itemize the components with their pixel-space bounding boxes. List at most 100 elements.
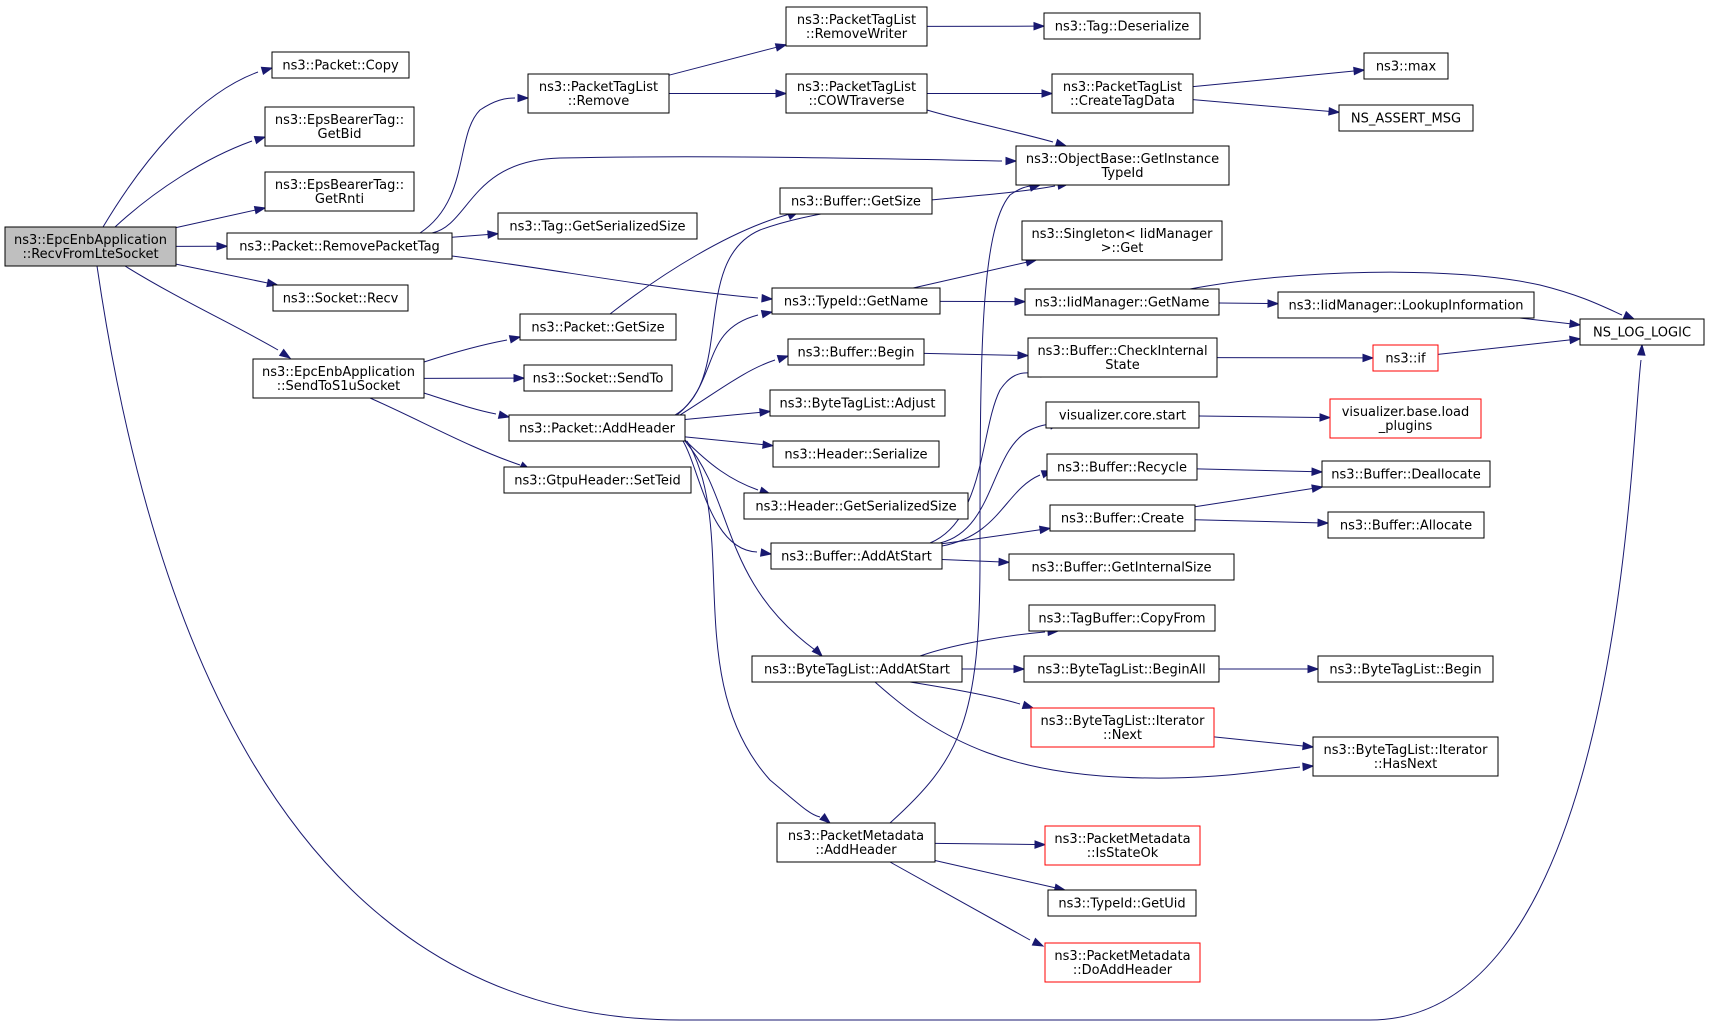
- node-ns3_max[interactable]: ns3::max: [1363, 52, 1449, 80]
- node-buffer_deallocate[interactable]: ns3::Buffer::Deallocate: [1321, 460, 1491, 488]
- node-socket_sendto[interactable]: ns3::Socket::SendTo: [523, 364, 673, 392]
- edge-ns3_if-to-ns_log_logic: [1437, 335, 1582, 355]
- node-packet_getsize[interactable]: ns3::Packet::GetSize: [519, 313, 677, 341]
- edge-packet_addheader-to-pm_addheader: [686, 440, 832, 824]
- node-visualizer_load_plugins[interactable]: visualizer.base.load_plugins: [1329, 398, 1482, 439]
- node-typeid_getuid[interactable]: ns3::TypeId::GetUid: [1047, 889, 1197, 917]
- node-iidmanager_lookupinformation[interactable]: ns3::IidManager::LookupInformation: [1277, 291, 1535, 319]
- node-buffer_allocate[interactable]: ns3::Buffer::Allocate: [1327, 511, 1485, 539]
- node-label: GetRnti: [315, 192, 364, 207]
- node-packet_removepackettag[interactable]: ns3::Packet::RemovePacketTag: [226, 232, 453, 260]
- node-box: [497, 212, 698, 240]
- node-pm_isstateok[interactable]: ns3::PacketMetadata::IsStateOk: [1044, 825, 1201, 866]
- node-box: [1372, 344, 1439, 372]
- node-label: ::CreateTagData: [1070, 94, 1175, 109]
- node-box: [785, 6, 928, 47]
- node-btl_iterator_hasnext[interactable]: ns3::ByteTagList::Iterator::HasNext: [1312, 736, 1499, 777]
- node-box: [1008, 553, 1235, 581]
- node-iidmanager_getname[interactable]: ns3::IidManager::GetName: [1024, 288, 1220, 316]
- node-pm_doaddheader[interactable]: ns3::PacketMetadata::DoAddHeader: [1044, 942, 1201, 983]
- node-ns_assert_msg[interactable]: NS_ASSERT_MSG: [1338, 104, 1474, 132]
- edge-packet_addheader-to-header_serialize: [684, 436, 775, 449]
- node-label: ns3::Buffer::Recycle: [1057, 461, 1187, 476]
- edge-recv_from_lte-to-socket_recv: [175, 263, 279, 288]
- edge-buffer_begin-to-buffer_checkinternalstate: [923, 351, 1030, 360]
- edge-send_to_s1u-to-gtpu_setteid: [369, 397, 532, 471]
- edge-send_to_s1u-to-socket_sendto: [423, 373, 526, 383]
- node-box: [785, 73, 928, 114]
- node-recv_from_lte[interactable]: ns3::EpcEnbApplication::RecvFromLteSocke…: [4, 226, 177, 267]
- node-ptl_cowtraverse[interactable]: ns3::PacketTagList::COWTraverse: [785, 73, 928, 114]
- node-buffer_getinternalsize[interactable]: ns3::Buffer::GetInternalSize: [1008, 553, 1235, 581]
- node-label: ns3::Tag::Deserialize: [1055, 20, 1190, 35]
- node-box: [1028, 604, 1216, 632]
- node-label: ns3::PacketMetadata: [788, 829, 924, 844]
- node-tag_deserialize[interactable]: ns3::Tag::Deserialize: [1043, 12, 1201, 40]
- node-header_getserializedsize[interactable]: ns3::Header::GetSerializedSize: [743, 492, 969, 520]
- node-visualizer_core_start[interactable]: visualizer.core.start: [1045, 401, 1200, 429]
- node-ptl_createtagdata[interactable]: ns3::PacketTagList::CreateTagData: [1051, 73, 1194, 114]
- node-label: ns3::ByteTagList::Begin: [1329, 663, 1481, 678]
- node-singleton_get[interactable]: ns3::Singleton< IidManager >::Get: [1021, 220, 1223, 261]
- node-box: [769, 389, 946, 417]
- node-box: [771, 287, 941, 315]
- node-buffer_create[interactable]: ns3::Buffer::Create: [1049, 504, 1196, 532]
- node-tag_getserializedsize[interactable]: ns3::Tag::GetSerializedSize: [497, 212, 698, 240]
- node-label: ::HasNext: [1374, 757, 1438, 772]
- node-ptl_removewriter[interactable]: ns3::PacketTagList::RemoveWriter: [785, 6, 928, 47]
- node-btl_iterator_next[interactable]: ns3::ByteTagList::Iterator::Next: [1030, 707, 1215, 748]
- node-label: GetBid: [318, 127, 362, 142]
- node-btl_begin[interactable]: ns3::ByteTagList::Begin: [1317, 655, 1494, 683]
- node-gtpu_setteid[interactable]: ns3::GtpuHeader::SetTeid: [503, 466, 692, 494]
- node-epsbearer_getrnti[interactable]: ns3::EpsBearerTag::GetRnti: [264, 171, 415, 212]
- node-btl_addatstart[interactable]: ns3::ByteTagList::AddAtStart: [751, 655, 963, 683]
- edge-buffer_addatstart-to-buffer_getinternalsize: [941, 557, 1011, 567]
- edge-packet_addheader-to-btl_addatstart: [684, 440, 824, 658]
- node-ns3_if[interactable]: ns3::if: [1372, 344, 1439, 372]
- node-box: [1051, 73, 1194, 114]
- node-tagbuffer_copyfrom[interactable]: ns3::TagBuffer::CopyFrom: [1028, 604, 1216, 632]
- node-label: ::COWTraverse: [808, 94, 904, 109]
- node-socket_recv[interactable]: ns3::Socket::Recv: [272, 284, 409, 312]
- node-buffer_getsize[interactable]: ns3::Buffer::GetSize: [779, 187, 933, 215]
- node-box: [519, 313, 677, 341]
- node-btl_adjust[interactable]: ns3::ByteTagList::Adjust: [769, 389, 946, 417]
- node-label: ns3::PacketTagList: [797, 80, 916, 95]
- node-label: ns3::Buffer::CheckInternal: [1037, 344, 1207, 359]
- node-buffer_recycle[interactable]: ns3::Buffer::Recycle: [1046, 453, 1198, 481]
- node-btl_beginall[interactable]: ns3::ByteTagList::BeginAll: [1023, 655, 1220, 683]
- node-label: ns3::PacketTagList: [539, 80, 658, 95]
- node-label: ns3::EpcEnbApplication: [14, 233, 167, 248]
- node-box: [1044, 942, 1201, 983]
- node-ns_log_logic[interactable]: NS_LOG_LOGIC: [1579, 318, 1705, 346]
- node-box: [770, 542, 943, 570]
- node-box: [787, 338, 925, 366]
- node-label: ns3::ObjectBase::GetInstance: [1026, 152, 1219, 167]
- node-packet_addheader[interactable]: ns3::Packet::AddHeader: [508, 414, 686, 442]
- node-label: ns3::Packet::RemovePacketTag: [239, 240, 440, 255]
- node-pm_addheader[interactable]: ns3::PacketMetadata::AddHeader: [776, 822, 936, 863]
- node-packet_copy[interactable]: ns3::Packet::Copy: [271, 51, 410, 79]
- node-buffer_addatstart[interactable]: ns3::Buffer::AddAtStart: [770, 542, 943, 570]
- node-box: [1579, 318, 1705, 346]
- node-box: [1317, 655, 1494, 683]
- node-box: [1015, 145, 1230, 186]
- node-header_serialize[interactable]: ns3::Header::Serialize: [772, 440, 940, 468]
- node-label: ns3::Buffer::AddAtStart: [781, 550, 932, 565]
- edge-ptl_createtagdata-to-ns3_max: [1192, 66, 1366, 88]
- node-box: [1021, 220, 1223, 261]
- node-label: ns3::EpsBearerTag::: [275, 113, 404, 128]
- node-label: ns3::TypeId::GetName: [784, 295, 928, 310]
- node-buffer_begin[interactable]: ns3::Buffer::Begin: [787, 338, 925, 366]
- node-ptl_remove[interactable]: ns3::PacketTagList::Remove: [527, 73, 670, 114]
- node-box: [1277, 291, 1535, 319]
- node-typeid_getname[interactable]: ns3::TypeId::GetName: [771, 287, 941, 315]
- node-box: [779, 187, 933, 215]
- node-epsbearer_getbid[interactable]: ns3::EpsBearerTag::GetBid: [264, 106, 415, 147]
- node-label: ::SendToS1uSocket: [277, 379, 400, 394]
- node-box: [1044, 825, 1201, 866]
- node-send_to_s1u[interactable]: ns3::EpcEnbApplication::SendToS1uSocket: [252, 358, 425, 399]
- node-label: ns3::Header::GetSerializedSize: [755, 500, 956, 515]
